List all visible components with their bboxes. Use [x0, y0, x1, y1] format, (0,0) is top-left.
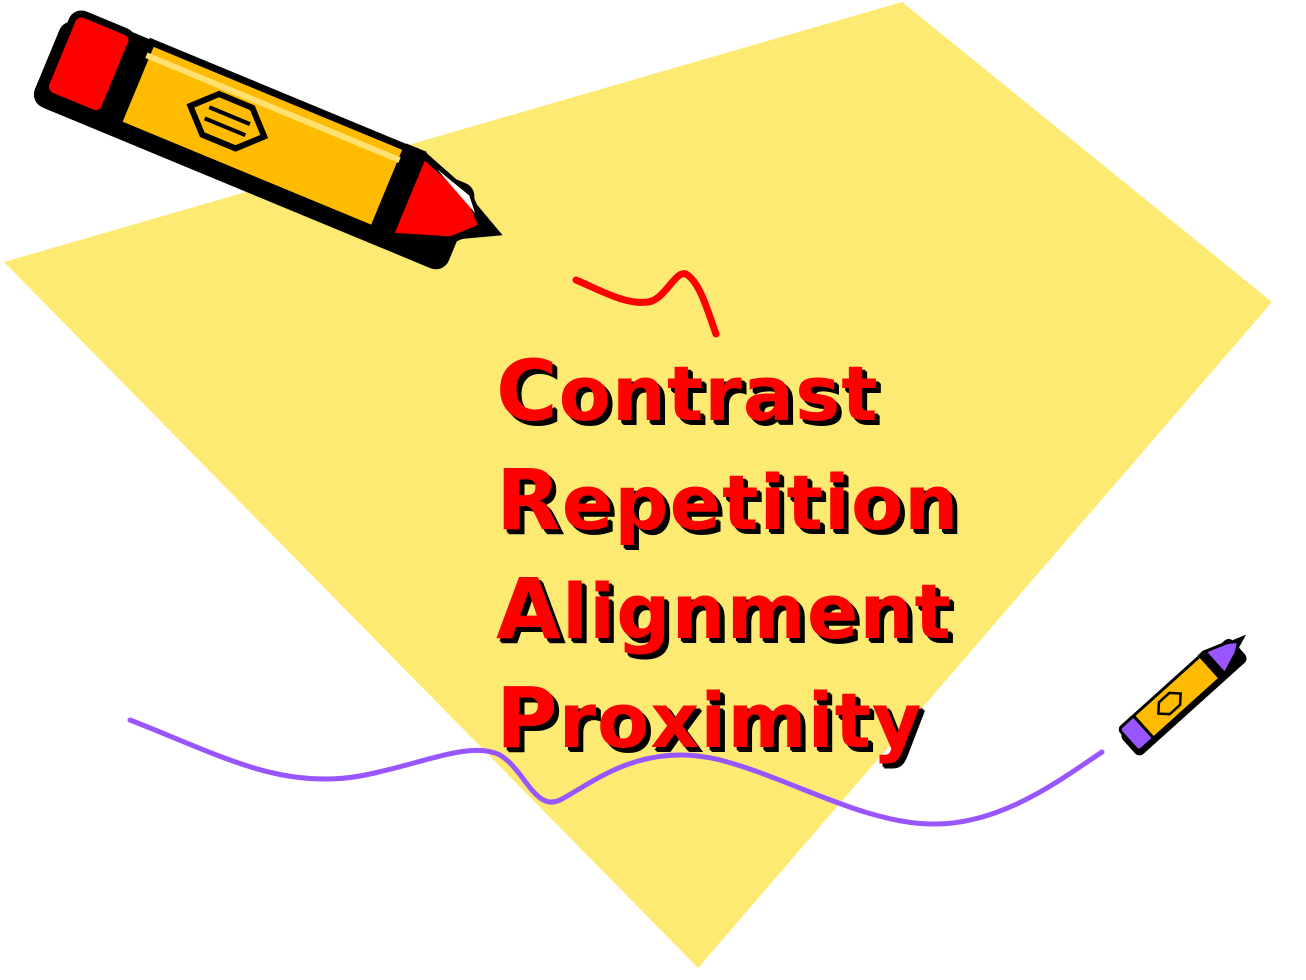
- principle-alignment: Alignment: [496, 556, 959, 665]
- principle-proximity: Proximity: [496, 665, 959, 774]
- purple-squiggle: [127, 717, 1105, 827]
- principle-initial: P: [496, 669, 559, 767]
- principle-rest: roximity: [558, 676, 923, 765]
- principle-initial: A: [496, 560, 563, 658]
- pencil-icon: [33, 10, 503, 270]
- principle-repetition: Repetition: [496, 447, 959, 556]
- principle-rest: lignment: [562, 567, 952, 656]
- principle-contrast: Contrast: [496, 338, 959, 447]
- paper-sheet: [4, 2, 1272, 968]
- red-squiggle: [572, 270, 720, 338]
- principle-rest: ontrast: [558, 349, 879, 438]
- small-pencil-icon: [1118, 634, 1247, 756]
- principle-rest: epetition: [561, 458, 960, 547]
- principle-initial: R: [496, 451, 562, 549]
- principle-initial: C: [496, 342, 559, 440]
- crap-principles-list: Contrast Repetition Alignment Proximity: [496, 338, 959, 774]
